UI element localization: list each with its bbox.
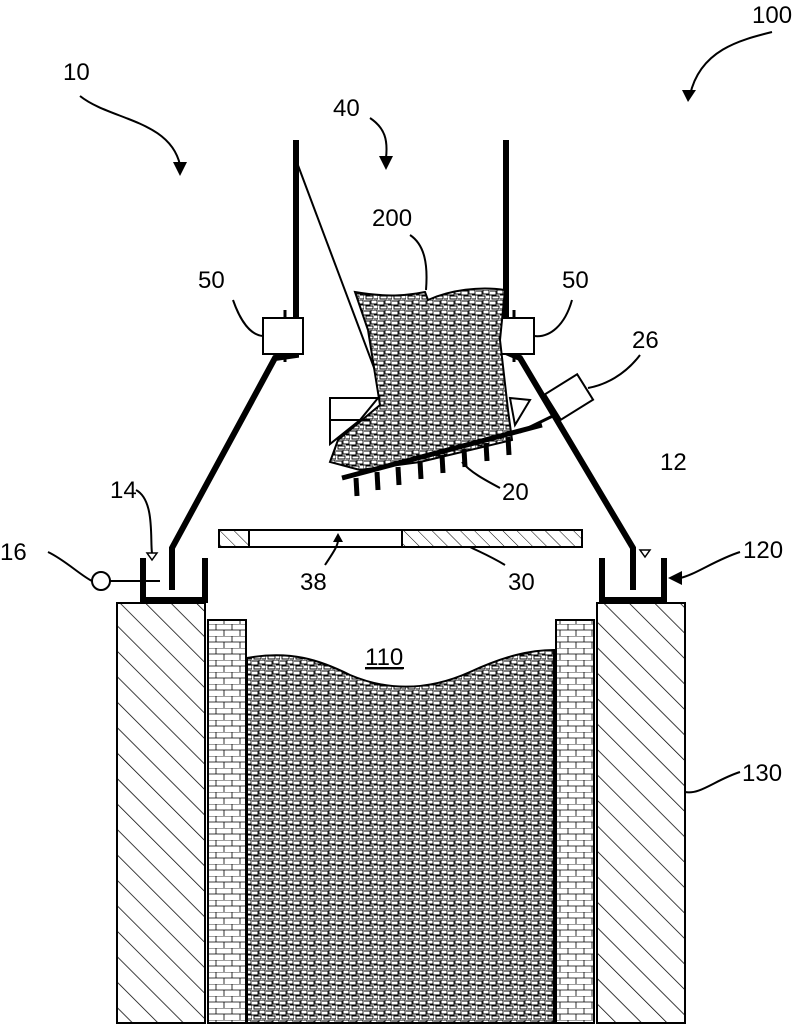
label-120: 120 [743, 537, 783, 564]
plate-opening [248, 529, 403, 548]
pressure-gauge [91, 571, 111, 591]
arrow-10 [173, 162, 187, 176]
label-26: 26 [632, 327, 659, 354]
arrow-38 [333, 533, 343, 542]
leader-20 [461, 461, 501, 489]
leader-26 [587, 354, 641, 389]
right-level-marker [638, 549, 652, 559]
right-hood-frame [503, 140, 636, 590]
leader-10 [79, 95, 181, 166]
arrow-100 [682, 90, 696, 102]
leader-130 [684, 771, 741, 794]
label-20: 20 [502, 479, 529, 506]
label-16: 16 [0, 539, 27, 566]
right-brick-lining [555, 619, 595, 1024]
plate-left-segment [218, 529, 250, 548]
label-38: 38 [300, 569, 327, 596]
left-sensor-box [262, 317, 304, 355]
label-110: 110 [365, 644, 403, 671]
label-200: 200 [372, 205, 412, 232]
right-seal-trough [599, 558, 667, 603]
arrow-40 [379, 156, 393, 170]
label-100: 100 [752, 2, 792, 29]
leader-100 [689, 31, 773, 96]
left-level-marker [145, 552, 159, 562]
label-130: 130 [742, 760, 782, 787]
arrow-120 [668, 571, 682, 585]
leader-14 [135, 489, 153, 554]
leader-16 [47, 551, 93, 582]
plate-right-segment [401, 529, 583, 548]
actuator-housing [543, 372, 595, 422]
grab-pivot-wedge [508, 396, 532, 428]
contents-fill [246, 648, 555, 1024]
leader-200 [409, 234, 428, 291]
right-outer-wall [596, 602, 686, 1024]
leader-40 [369, 117, 388, 159]
label-14: 14 [110, 477, 137, 504]
left-outer-wall [116, 602, 206, 1024]
leader-120 [679, 551, 741, 579]
left-brick-lining [207, 619, 247, 1024]
grab-tines [353, 436, 512, 497]
left-hood-frame [169, 140, 299, 590]
label-12: 12 [660, 449, 687, 476]
label-30: 30 [508, 569, 535, 596]
leader-50-right [533, 299, 573, 338]
label-50-left: 50 [198, 267, 225, 294]
label-10: 10 [63, 59, 90, 86]
grab-tine-bar [341, 422, 543, 481]
leader-50-left [232, 299, 264, 337]
leader-30 [469, 546, 506, 566]
label-40: 40 [333, 95, 360, 122]
label-50-right: 50 [562, 267, 589, 294]
